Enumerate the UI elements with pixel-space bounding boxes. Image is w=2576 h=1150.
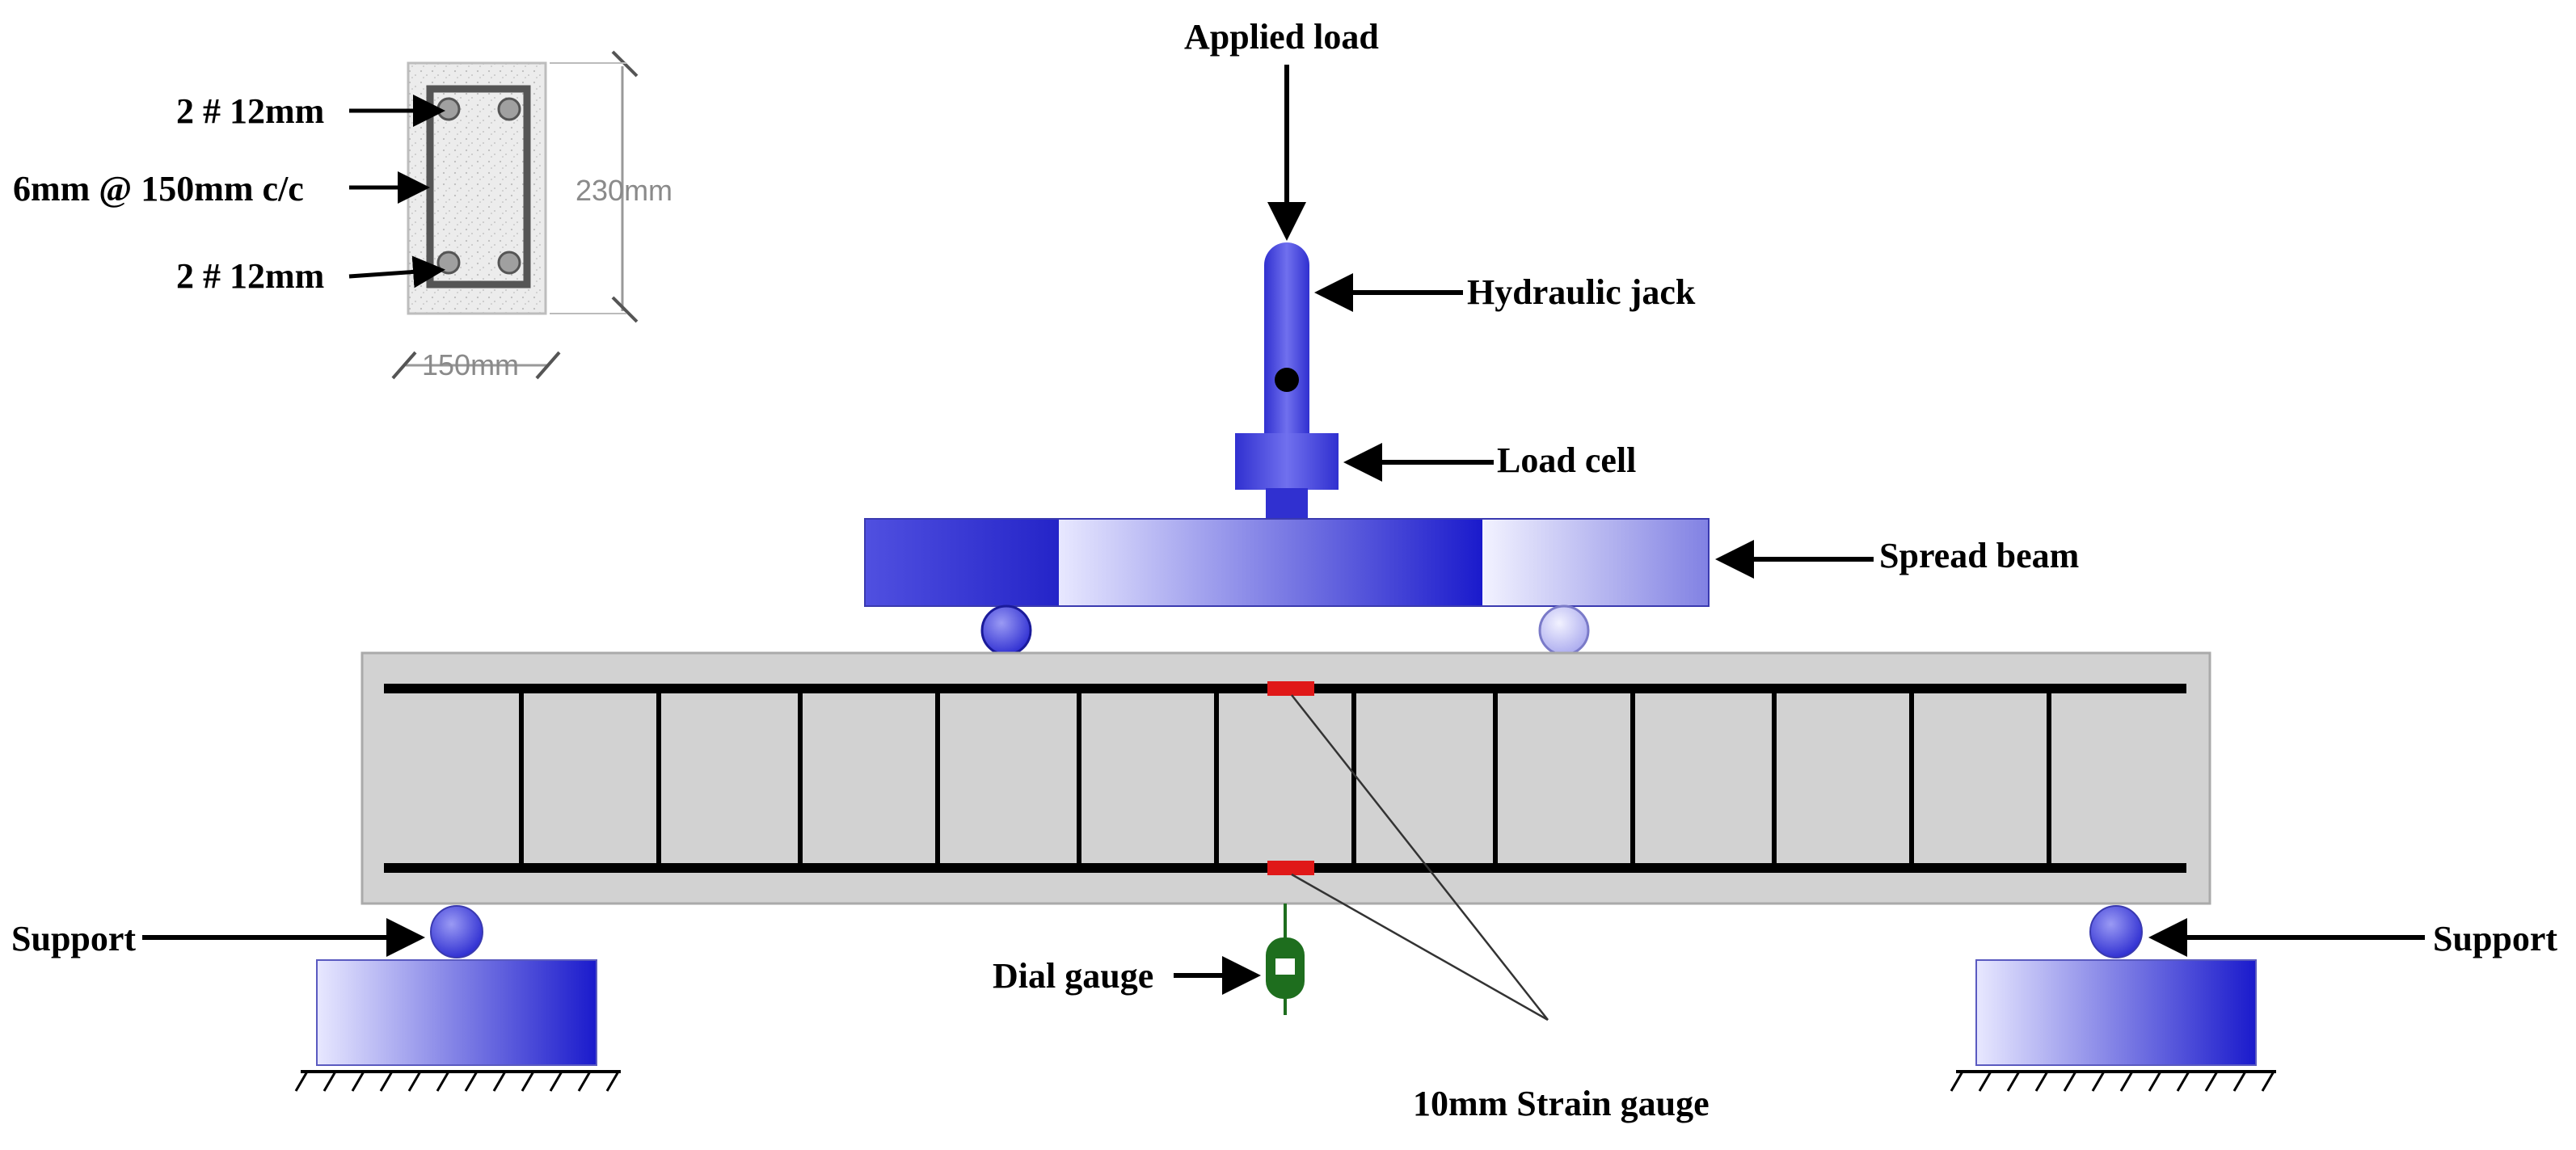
left-ground-hatch <box>294 1071 620 1092</box>
top-rebar-right <box>497 97 521 121</box>
spread-beam-left <box>865 519 1059 606</box>
spread-beam-label: Spread beam <box>1879 536 2079 575</box>
right-support-roller <box>2089 905 2143 958</box>
stirrup-outline <box>426 85 531 289</box>
width-tick-left <box>391 351 417 380</box>
bottom-rebar-right <box>497 251 521 275</box>
strain-gauge-label: 10mm Strain gauge <box>1413 1084 1710 1123</box>
strain-gauge-leaders <box>1291 694 1549 1022</box>
bottom-bars-arrow <box>348 255 445 289</box>
bottom-bars-label: 2 # 12mm <box>176 256 324 296</box>
rc-beam <box>360 651 2211 905</box>
left-support-block <box>316 959 597 1066</box>
left-support: Support <box>11 905 621 1092</box>
loading-roller-left <box>980 604 1032 656</box>
left-support-roller <box>430 905 483 958</box>
load-cell-stem <box>1266 488 1308 520</box>
strain-gauge-top <box>1267 681 1314 696</box>
jack-pin <box>1275 368 1299 392</box>
dial-gauge-face <box>1275 958 1295 975</box>
right-support-block <box>1975 959 2257 1066</box>
strain-gauge-bottom <box>1267 861 1314 875</box>
width-label: 150mm <box>422 348 519 381</box>
dial-gauge-label: Dial gauge <box>993 956 1153 996</box>
dial-gauge <box>1266 904 1305 1015</box>
left-support-label: Support <box>11 919 136 958</box>
width-tick-right <box>535 351 561 380</box>
hydraulic-jack-label: Hydraulic jack <box>1467 272 1696 312</box>
loading-roller-right <box>1538 604 1590 656</box>
depth-label: 230mm <box>575 174 672 207</box>
loading-system: Applied load Hydraulic jack Load cell Sp… <box>864 17 2079 656</box>
depth-tick-bottom <box>611 296 639 323</box>
stirrups-label: 6mm @ 150mm c/c <box>13 169 304 209</box>
load-cell-label: Load cell <box>1497 440 1636 480</box>
spread-beam-right <box>1482 519 1709 606</box>
stirrups <box>519 689 2051 868</box>
right-support: Support <box>1950 905 2557 1092</box>
load-cell <box>1235 433 1339 490</box>
top-bars-label: 2 # 12mm <box>176 91 324 131</box>
right-support-label: Support <box>2433 919 2557 958</box>
cross-section-detail: 230mm 150mm 2 # 12mm 6mm @ 150mm c/c 2 #… <box>13 50 672 381</box>
strain-gauge-leader-bottom <box>1291 873 1549 1022</box>
spread-beam-middle <box>1059 519 1482 606</box>
spread-beam-outline <box>864 518 1710 607</box>
applied-load-label: Applied load <box>1184 17 1379 57</box>
right-ground-hatch <box>1950 1071 2275 1092</box>
strain-gauge-leader-top <box>1291 694 1549 1021</box>
